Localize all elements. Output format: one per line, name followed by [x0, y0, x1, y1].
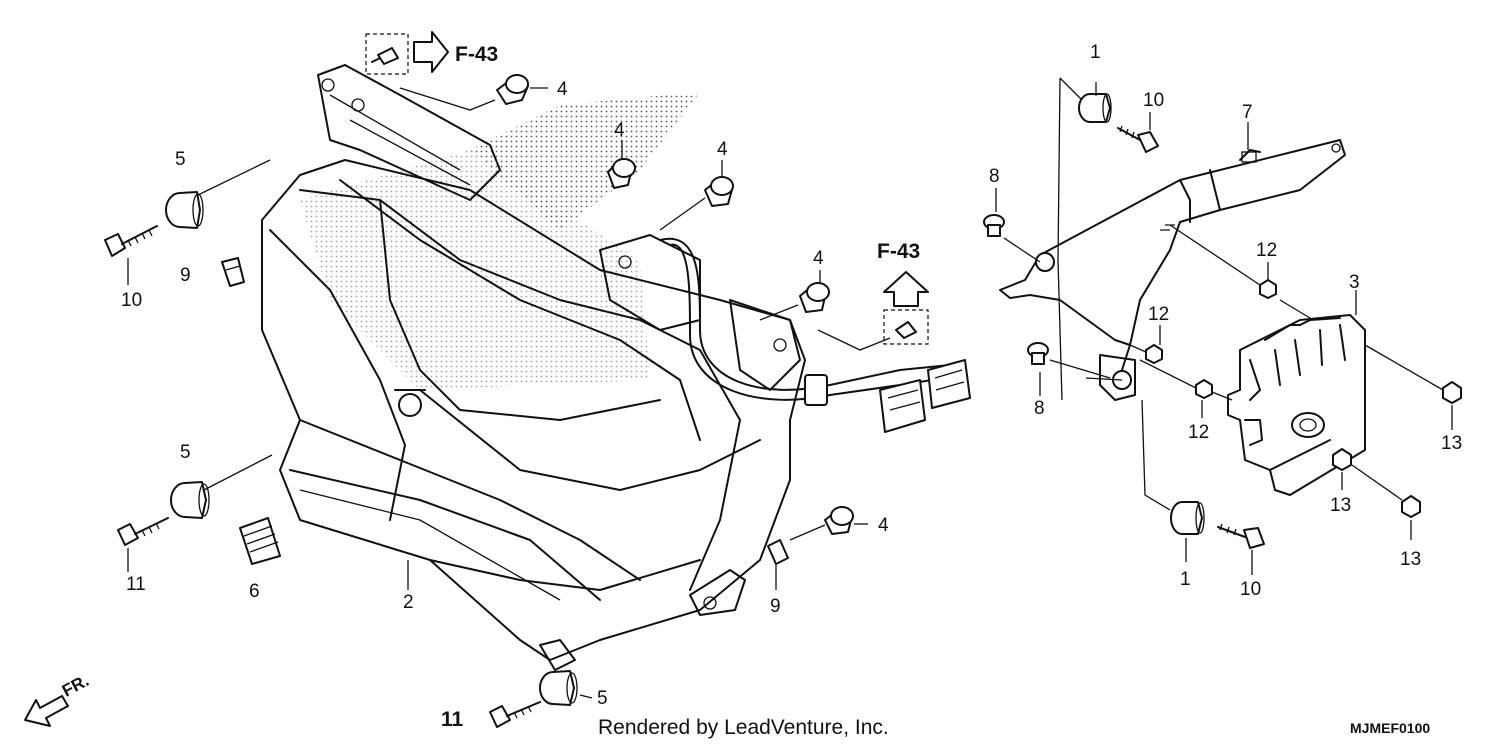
callout-5-bottom: 5: [597, 688, 608, 709]
leader-lines-right: [995, 77, 1453, 575]
collar-4-b: [607, 158, 636, 189]
bolt-10-left: [104, 225, 158, 257]
nut-13-a: [1442, 381, 1462, 404]
callout-1-lower: 1: [1180, 569, 1191, 590]
collar-4-e: [824, 506, 854, 535]
screw-8-upper: [983, 214, 1005, 237]
callout-6: 6: [249, 581, 260, 602]
grommet-1-lower: [1170, 501, 1205, 535]
front-arrow-icon: [24, 695, 69, 727]
callout-7: 7: [1242, 102, 1253, 123]
callout-13-a: 13: [1441, 433, 1462, 454]
nut-13-c: [1401, 495, 1421, 518]
callout-9-right: 9: [770, 596, 781, 617]
nut-12-b: [1145, 344, 1163, 364]
callout-11-left: 11: [126, 574, 146, 595]
screw-8-lower: [1027, 342, 1049, 365]
callout-1-upper: 1: [1090, 42, 1101, 63]
bolt-10-upper-right: [1117, 125, 1159, 153]
callout-8-upper: 8: [989, 166, 1000, 187]
callout-12-c: 12: [1188, 422, 1209, 443]
collar-4-a: [496, 74, 529, 105]
diagram-code: MJMEF0100: [1350, 720, 1430, 736]
render-credit: Rendered by LeadVenture, Inc.: [598, 716, 889, 739]
reference-label-f43-right: F-43: [877, 240, 920, 263]
callout-5-upper: 5: [175, 149, 186, 170]
callout-4-b: 4: [614, 120, 625, 141]
bolt-10-lower-right: [1217, 523, 1265, 549]
grommet-1-upper: [1078, 93, 1112, 123]
pad-6: [239, 517, 281, 565]
collar-4-d: [799, 282, 830, 313]
callout-5-lower: 5: [180, 442, 191, 463]
reference-f43-right: [883, 271, 929, 345]
callout-4-a: 4: [557, 79, 568, 100]
callout-13-b: 13: [1330, 495, 1351, 516]
front-label: FR.: [59, 671, 92, 701]
connector-a: [804, 374, 828, 406]
collar-4-c: [704, 176, 734, 207]
callout-4-c: 4: [717, 139, 728, 160]
grommet-5-bottom: [539, 670, 578, 706]
grommet-5-lower: [170, 481, 210, 519]
bracket-7: [999, 139, 1346, 401]
leader-lines-left: [127, 87, 891, 699]
callout-2: 2: [403, 592, 414, 613]
callout-11-bottom: 11: [441, 708, 464, 731]
nut-13-b: [1332, 448, 1352, 471]
callout-10-upper-right: 10: [1143, 90, 1164, 111]
clip-9-left: [221, 257, 245, 287]
callout-4-d: 4: [813, 248, 824, 269]
callout-10-lower-right: 10: [1240, 579, 1261, 600]
wiring-harness: [659, 237, 971, 433]
reference-label-f43-top: F-43: [455, 43, 498, 66]
callout-13-c: 13: [1400, 549, 1421, 570]
callout-4-e: 4: [878, 515, 889, 536]
grommet-5-upper: [165, 191, 204, 229]
callout-8-lower: 8: [1034, 398, 1045, 419]
reference-f43-top: [365, 31, 449, 75]
callout-9-left: 9: [180, 265, 191, 286]
callout-3: 3: [1349, 272, 1360, 293]
callout-12-a: 12: [1256, 240, 1277, 261]
connector-c: [927, 359, 971, 409]
nut-12-a: [1259, 279, 1277, 299]
bolt-11-left: [117, 517, 169, 546]
headlight-assembly: [261, 64, 806, 671]
nut-12-c: [1195, 379, 1213, 399]
clip-9-right: [767, 539, 789, 565]
callout-12-b: 12: [1148, 304, 1169, 325]
bolt-11-bottom: [489, 701, 541, 728]
callout-10-left: 10: [121, 290, 142, 311]
